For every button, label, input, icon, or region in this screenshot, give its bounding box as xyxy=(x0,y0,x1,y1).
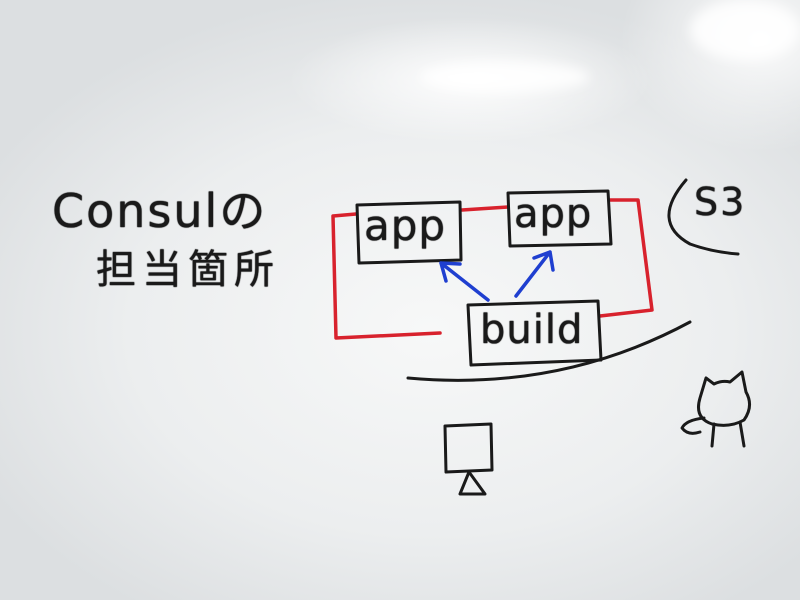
octocat-head xyxy=(697,370,751,427)
title-line-1: Consulの xyxy=(52,184,268,238)
network-arc xyxy=(406,320,692,382)
arrow-build-to-app-left xyxy=(439,261,490,302)
app-left-box xyxy=(355,200,463,265)
desktop-monitor-icon xyxy=(443,422,494,496)
s3-bracket xyxy=(667,178,740,256)
red-connection-loop xyxy=(331,198,654,340)
red-link-right xyxy=(598,198,654,318)
monitor-screen xyxy=(443,422,494,474)
github-octocat-icon xyxy=(680,370,751,448)
title-line-2: 担当箇所 xyxy=(96,247,280,293)
app-left-label: app xyxy=(364,201,447,250)
red-link-left xyxy=(331,212,442,340)
app-right-label: app xyxy=(514,191,593,237)
blue-arrows xyxy=(439,250,555,302)
octocat-body xyxy=(710,420,746,448)
monitor-stand xyxy=(458,470,487,496)
arrow-build-to-app-right xyxy=(514,250,555,298)
s3-label: S3 xyxy=(694,180,747,224)
app-right-box xyxy=(506,189,613,248)
red-link-top xyxy=(460,205,510,212)
glare-top xyxy=(420,62,590,92)
build-label: build xyxy=(480,307,584,353)
octocat-tail xyxy=(680,416,706,435)
glare-top-right xyxy=(690,0,800,60)
